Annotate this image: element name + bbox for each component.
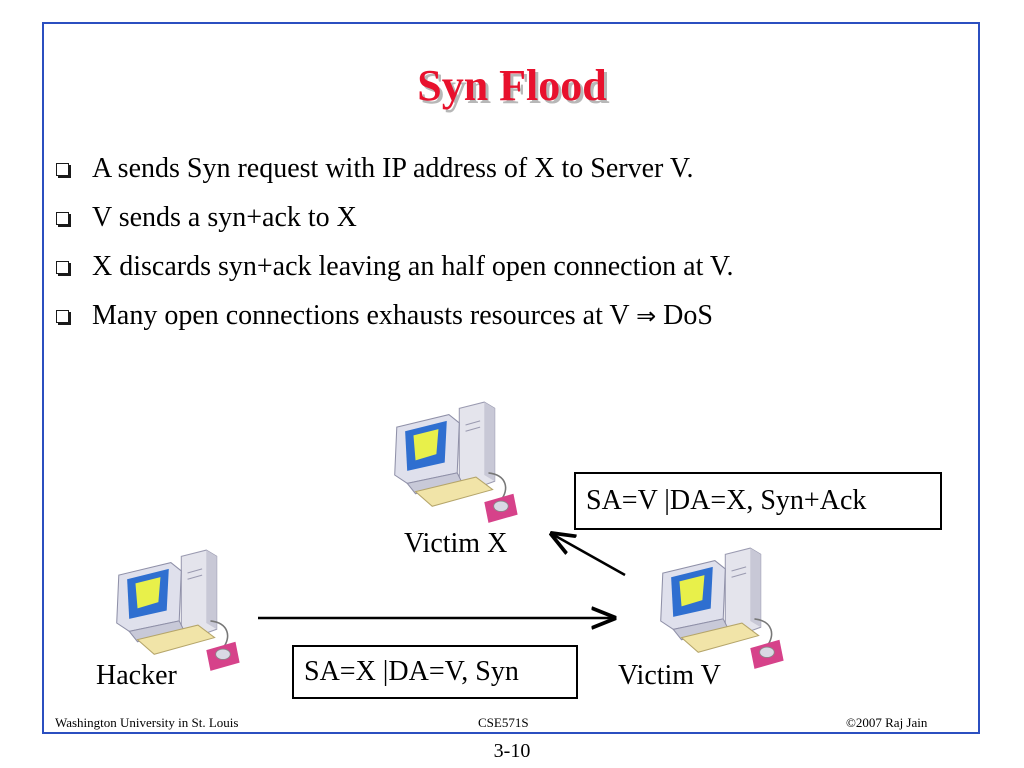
bullet-item: V sends a syn+ack to X [54, 202, 733, 234]
bullet-item: A sends Syn request with IP address of X… [54, 153, 733, 185]
syn-packet-box: SA=X |DA=V, Syn [292, 645, 578, 699]
square-bullet-icon [56, 163, 69, 176]
square-bullet-icon [56, 261, 69, 274]
slide-frame [42, 22, 980, 734]
bullet-text: X discards syn+ack leaving an half open … [92, 251, 734, 282]
synack-arrow [552, 534, 626, 577]
footer-left: Washington University in St. Louis [55, 715, 239, 730]
bullet-text-suffix: DoS [656, 300, 713, 331]
slide-title: Syn Flood [417, 61, 607, 110]
bullet-text: V sends a syn+ack to X [92, 202, 357, 233]
bullet-text: A sends Syn request with IP address of X… [92, 153, 694, 184]
bullet-text: Many open connections exhausts resources… [92, 300, 637, 331]
footer-right: ©2007 Raj Jain [846, 715, 928, 730]
bullet-item: Many open connections exhausts resources… [54, 300, 733, 332]
synack-packet-box: SA=V |DA=X, Syn+Ack [574, 472, 942, 530]
implies-arrow-icon: ⇒ [636, 302, 657, 330]
square-bullet-icon [56, 212, 69, 225]
victim-v-label: Victim V [618, 660, 721, 691]
bullet-item: X discards syn+ack leaving an half open … [54, 251, 733, 283]
victim-x-label: Victim X [404, 528, 508, 559]
bullet-list: A sends Syn request with IP address of X… [54, 153, 733, 349]
hacker-label: Hacker [96, 660, 177, 691]
square-bullet-icon [56, 310, 69, 323]
footer-center: CSE571S [478, 715, 529, 730]
page-number: 3-10 [493, 740, 531, 762]
